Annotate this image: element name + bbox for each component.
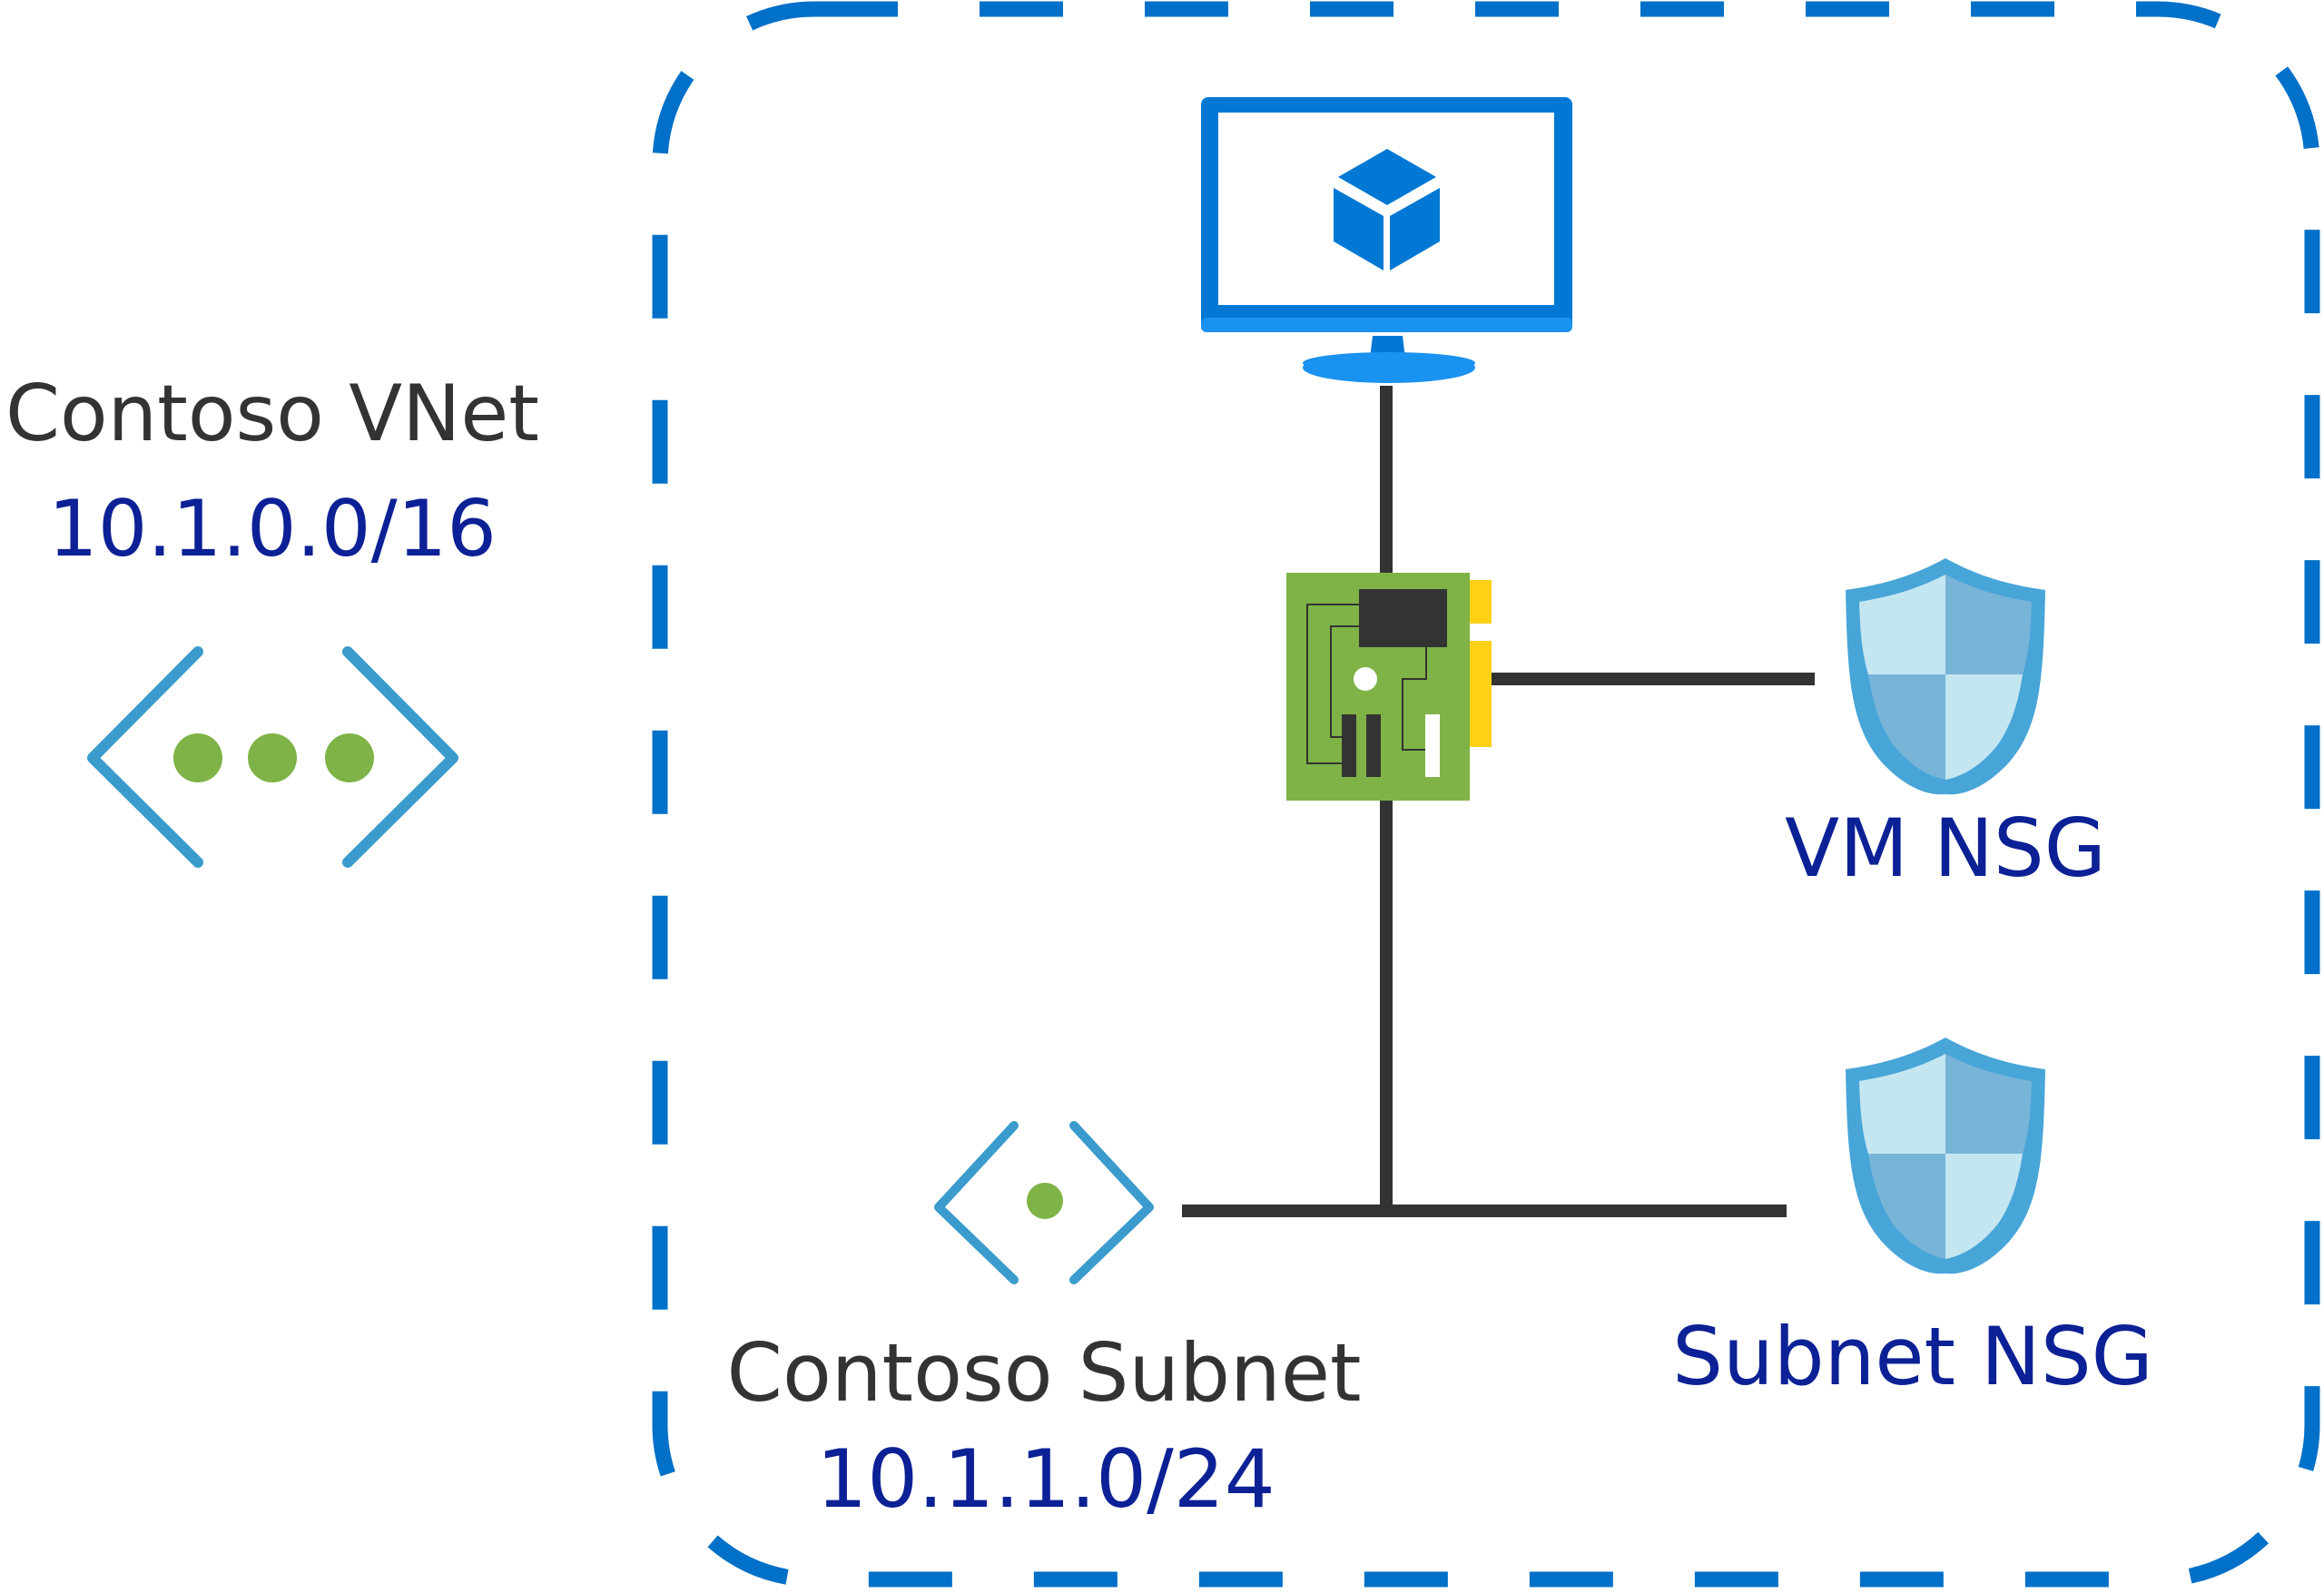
cube-icon [1334,149,1440,270]
vm-nsg-label: VM NSG [1785,801,2106,895]
connectors [1182,386,1815,1217]
virtual-machine-icon [1201,97,1572,383]
subnet-nsg-label: Subnet NSG [1672,1310,2153,1403]
subnet-nsg-shield-icon [1846,1037,2045,1274]
nic-to-subnet-line [1380,799,1393,1212]
network-interface-icon [1286,573,1492,801]
vnet-boundary [652,1,2320,1588]
subnet-dot [1027,1183,1063,1219]
subnet-cidr-label: 10.1.1.0/24 [816,1432,1275,1526]
virtual-network-icon [87,646,458,868]
vnet-dot [248,733,297,782]
vm-nsg-shield-icon [1846,558,2045,795]
subnet-name-label: Contoso Subnet [727,1326,1362,1420]
vnet-dot [325,733,374,782]
vm-to-nic-line [1380,386,1393,576]
subnet-icon [934,1121,1154,1284]
subnet-bus-line [1182,1205,1787,1217]
vnet-cidr-label: 10.1.0.0/16 [48,484,497,575]
vnet-dot [173,733,222,782]
vnet-name-label: Contoso VNet [5,369,539,459]
nic-to-vm-nsg-line [1492,673,1815,685]
